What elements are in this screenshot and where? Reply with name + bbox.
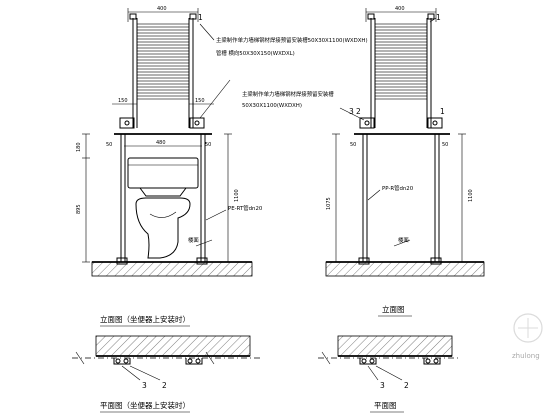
pipe-label-left: PE-RT管dn20 — [228, 204, 263, 212]
callout-1-left: 1 — [198, 13, 203, 22]
towel-rack-rung — [136, 29, 190, 34]
dim-1100-left: 1100 — [234, 189, 240, 202]
right-plan: 3 2 平面图 — [318, 335, 460, 413]
dim-400-right: 400 — [395, 6, 405, 12]
towel-rack-rung — [374, 83, 428, 88]
dim-400-left: 400 — [157, 6, 167, 12]
watermark-logo: zhulong — [512, 313, 543, 360]
caption-elev-left: 立面图（坐便器上安装时） — [100, 314, 190, 324]
wall-bracket-left — [114, 117, 212, 135]
pipe-label-right: PP-R管dn20 — [382, 184, 414, 192]
dim-50-right-a: 50 — [350, 142, 356, 148]
towel-rack-rung — [136, 89, 190, 94]
callout-1-right-b: 1 — [440, 107, 445, 116]
towel-rack-right — [367, 13, 435, 128]
dim-180: 180 — [76, 142, 82, 152]
towel-rack-rung — [374, 95, 428, 100]
towel-rack-rung — [136, 59, 190, 64]
dim-150-left-b: 150 — [195, 98, 205, 104]
caption-plan-left: 平面图（坐便器上安装时） — [100, 400, 190, 410]
towel-rack-rung — [374, 89, 428, 94]
towel-rack-rung — [374, 23, 428, 28]
dim-50-left-a: 50 — [106, 142, 112, 148]
left-plan: 3 2 平面图（坐便器上安装时） — [72, 335, 260, 413]
dim-895: 895 — [76, 204, 82, 214]
towel-rack-rung — [374, 29, 428, 34]
left-elevation: 400 150 150 50 50 480 — [76, 6, 368, 327]
dim-50-left-b: 50 — [205, 142, 211, 148]
towel-rack-rung — [374, 41, 428, 46]
towel-rack-rung — [136, 53, 190, 58]
towel-rack-rung — [136, 65, 190, 70]
towel-rack-rung — [374, 53, 428, 58]
callout-2-plan-right: 2 — [404, 381, 409, 390]
towel-rack-rung — [136, 23, 190, 28]
note-channel-horizontal: 管槽 横向50X30X150(WXDXL) — [216, 49, 295, 57]
callout-3-plan-left: 3 — [142, 381, 147, 390]
floor-label-right: 楼面 — [398, 236, 409, 244]
wall-plan-left — [95, 335, 251, 357]
wall-plan-right — [337, 335, 453, 357]
watermark-text: zhulong — [512, 352, 540, 360]
dim-150-left-a: 150 — [118, 98, 128, 104]
towel-rack-rung — [136, 83, 190, 88]
note-channel-right-a: 主梁制作单力墙梯钢材焊接预留安装槽 — [242, 90, 334, 98]
dim-1100-right: 1100 — [468, 189, 474, 202]
callout-3-plan-right: 3 — [380, 381, 385, 390]
towel-rack-rung — [136, 41, 190, 46]
dim-50-right-b: 50 — [442, 142, 448, 148]
callout-3-right: 3 — [349, 107, 354, 116]
towel-rack-rung — [136, 35, 190, 40]
towel-rack-rung — [136, 77, 190, 82]
towel-rack-rung — [374, 47, 428, 52]
towel-rack-left — [129, 13, 197, 128]
towel-rack-rung — [136, 71, 190, 76]
right-elevation: 400 1 主梁制作单力墙梯钢材焊接预留安装槽 50X30X1100(WXDXH… — [242, 6, 485, 317]
towel-rack-rung — [136, 47, 190, 52]
dim-480: 480 — [156, 140, 166, 146]
callout-2-plan-left: 2 — [162, 381, 167, 390]
caption-elev-right: 立面图 — [382, 304, 405, 314]
caption-plan-right: 平面图 — [374, 401, 397, 410]
callout-1-right: 1 — [436, 13, 441, 22]
note-channel-right-b: 50X30X1100(WXDXH) — [242, 103, 302, 109]
floor-slab-left — [91, 261, 253, 277]
towel-rack-rung — [374, 65, 428, 70]
towel-rack-rung — [374, 77, 428, 82]
callout-2-right: 2 — [356, 107, 361, 116]
note-channel-vertical: 主梁制作单力墙梯钢材焊接预留安装槽50X30X1100(WXDXH) — [216, 36, 368, 44]
towel-rack-rung — [374, 35, 428, 40]
towel-rack-rung — [136, 95, 190, 100]
toilet-fixture — [127, 157, 199, 259]
dim-1075: 1075 — [326, 197, 332, 210]
floor-slab-right — [325, 261, 485, 277]
towel-rack-rung — [374, 59, 428, 64]
towel-rack-rung — [374, 71, 428, 76]
floor-label-left: 楼面 — [188, 236, 199, 244]
